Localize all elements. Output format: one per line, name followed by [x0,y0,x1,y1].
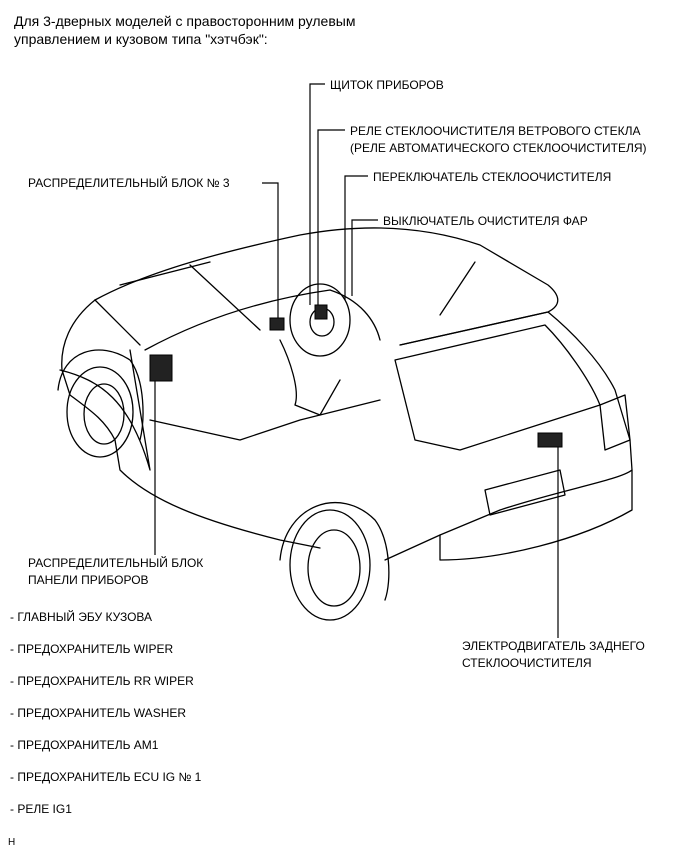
rear-wheel [289,509,371,621]
rear-bumper [439,469,633,561]
list-item: - ПРЕДОХРАНИТЕЛЬ RR WIPER [10,674,194,688]
list-item: - ГЛАВНЫЙ ЭБУ КУЗОВА [10,610,153,624]
label-wiper-switch: ПЕРЕКЛЮЧАТЕЛЬ СТЕКЛООЧИСТИТЕЛЯ [373,170,612,184]
antenna [439,261,476,316]
junction-block-3 [269,317,285,331]
ip-junction-block [149,354,173,382]
label-rear-wiper-motor-1: ЭЛЕКТРОДВИГАТЕЛЬ ЗАДНЕГО [462,639,645,653]
floor [149,399,381,441]
label-instrument-panel: ЩИТОК ПРИБОРОВ [330,78,444,92]
label-ip-junction-block-1: РАСПРЕДЕЛИТЕЛЬНЫЙ БЛОК [28,556,204,570]
label-junction-block-3: РАСПРЕДЕЛИТЕЛЬНЫЙ БЛОК № 3 [28,176,230,190]
label-rear-wiper-motor-2: СТЕКЛООЧИСТИТЕЛЯ [462,656,592,670]
list-item: - ПРЕДОХРАНИТЕЛЬ AM1 [10,738,159,752]
dashboard [144,289,381,351]
label-wiper-relay-2: (РЕЛЕ АВТОМАТИЧЕСКОГО СТЕКЛООЧИСТИТЕЛЯ) [350,141,647,155]
rear-wheel-inner [307,529,361,607]
windshield [94,261,261,346]
header-caption: Для 3-дверных моделей с правосторонним р… [14,12,355,48]
roof-outline [94,227,559,346]
door-line [59,349,151,471]
wiper-relay [314,304,328,320]
label-ip-junction-block-2: ПАНЕЛИ ПРИБОРОВ [28,573,149,587]
label-headlamp-cleaner-switch: ВЫКЛЮЧАТЕЛЬ ОЧИСТИТЕЛЯ ФАР [383,214,588,228]
steering-wheel [289,283,351,357]
rear-hatch [384,311,633,561]
list-item: - ПРЕДОХРАНИТЕЛЬ ECU IG № 1 [10,770,202,784]
header-line-2: управлением и кузовом типа "хэтчбэк": [14,31,268,47]
body-front [61,299,321,549]
list-item: - ПРЕДОХРАНИТЕЛЬ WIPER [10,642,174,656]
leader-wiper-relay [317,129,345,305]
list-item: - РЕЛЕ IG1 [10,802,72,816]
label-wiper-relay-1: РЕЛЕ СТЕКЛООЧИСТИТЕЛЯ ВЕТРОВОГО СТЕКЛА [350,124,641,138]
figure-code: H [8,837,16,848]
rear-wheel-arch [279,502,390,601]
front-wheel [66,366,134,458]
leader-headlamp-switch [351,219,378,296]
license-plate [484,469,566,516]
header-line-1: Для 3-дверных моделей с правосторонним р… [14,13,356,29]
rear-window [394,324,601,451]
front-wheel-inner [83,383,125,445]
leader-junction-block-3 [262,182,279,318]
seat [279,339,341,416]
tail-light [599,394,631,451]
front-wheel-arch [57,349,144,441]
leader-wiper-switch [344,175,368,300]
rear-wiper-motor [537,432,563,448]
leader-instrument-panel [309,83,325,305]
list-item: - ПРЕДОХРАНИТЕЛЬ WASHER [10,706,187,720]
